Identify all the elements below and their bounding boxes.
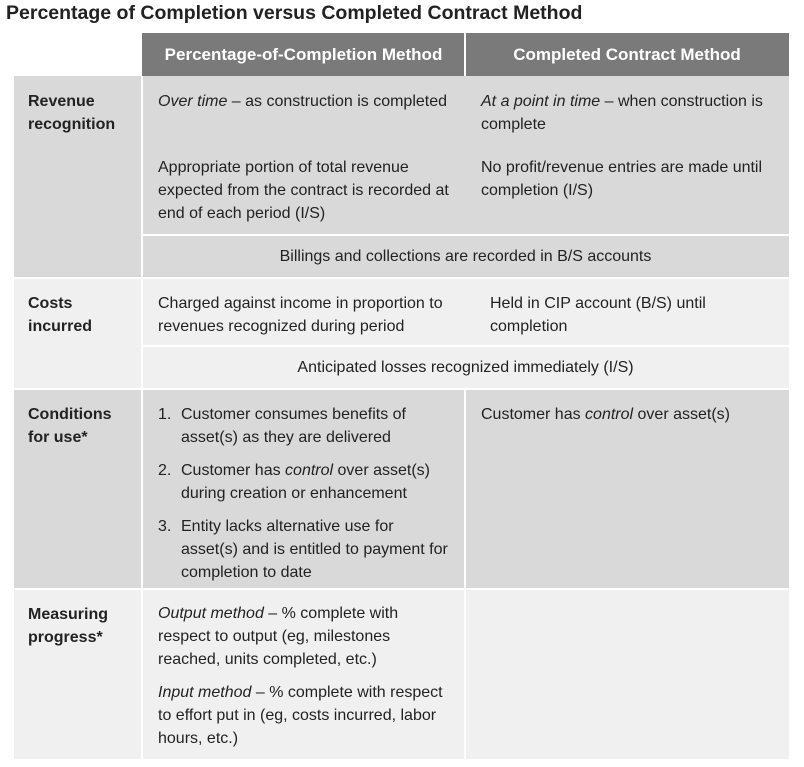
costs-poc: Charged against income in proportion to … <box>142 278 465 346</box>
revenue-cc-timing-emphasis: At a point in time <box>481 93 601 110</box>
costs-cc: Held in CIP account (B/S) until completi… <box>465 278 789 346</box>
header-poc: Percentage-of-Completion Method <box>142 33 465 76</box>
row-label-conditions-for-use: Conditions for use* <box>14 389 142 589</box>
conditions-list: 1. Customer consumes benefits of asset(s)… <box>158 403 453 584</box>
row-label-revenue-recognition: Revenue recognition <box>14 76 142 278</box>
gridline <box>464 76 466 235</box>
row-label-measuring-progress: Measuring progress* <box>14 589 142 759</box>
conditions-item-2: 2. Customer has control over asset(s) dur… <box>158 459 453 505</box>
gridline <box>464 33 466 76</box>
conditions-item-text: Customer consumes benefits of asset(s) a… <box>181 406 406 446</box>
conditions-item-text-end: over asset(s) during creation or enhance… <box>181 462 430 502</box>
conditions-cc-emphasis: control <box>585 406 634 423</box>
conditions-item-number: 3. <box>158 518 172 535</box>
comparison-table: Percentage-of-Completion Method Complete… <box>14 33 789 759</box>
costs-label: Costs incurred <box>28 295 93 335</box>
revenue-poc-timing-emphasis: Over time <box>158 93 228 110</box>
measuring-label: Measuring progress* <box>28 606 109 646</box>
gridline <box>14 588 789 590</box>
gridline <box>142 345 789 347</box>
revenue-poc-timing-text: – as construction is completed <box>227 93 448 110</box>
page-title: Percentage of Completion versus Complete… <box>6 2 583 24</box>
revenue-cc-timing-text: – when construction is complete <box>481 93 763 133</box>
gridline <box>464 389 466 759</box>
conditions-item-emphasis: control <box>285 462 334 479</box>
revenue-cc-timing: At a point in time – when construction i… <box>465 76 789 144</box>
conditions-item-3: 3. Entity lacks alternative use for asset… <box>158 515 453 584</box>
measuring-output-text: – % complete with respect to output (eg,… <box>158 605 399 668</box>
header-completed-contract: Completed Contract Method <box>465 33 789 76</box>
conditions-item-number: 2. <box>158 462 172 479</box>
gridline <box>14 388 789 390</box>
conditions-item-text: Customer has <box>181 462 286 479</box>
measuring-input-text: – % complete with respect to effort put … <box>158 684 443 747</box>
revenue-poc-timing: Over time – as construction is completed <box>142 76 465 144</box>
measuring-cc-empty <box>465 589 789 759</box>
gridline <box>141 76 143 759</box>
measuring-output-method: Output method – % complete with respect … <box>158 602 453 671</box>
conditions-item-1: 1. Customer consumes benefits of asset(s)… <box>158 403 453 449</box>
gridline <box>14 277 789 279</box>
gridline <box>142 234 789 236</box>
measuring-poc: Output method – % complete with respect … <box>142 589 465 759</box>
conditions-cc-text-end: over asset(s) <box>633 406 730 423</box>
revenue-label: Revenue recognition <box>28 93 116 133</box>
conditions-item-number: 1. <box>158 406 172 423</box>
conditions-cc: Customer has control over asset(s) <box>465 389 789 589</box>
measuring-input-emphasis: Input method <box>158 684 252 701</box>
costs-shared-note: Anticipated losses recognized immediatel… <box>142 346 789 389</box>
measuring-input-method: Input method – % complete with respect t… <box>158 681 453 750</box>
conditions-label: Conditions for use* <box>28 406 112 446</box>
measuring-output-emphasis: Output method <box>158 605 264 622</box>
row-label-costs-incurred: Costs incurred <box>14 278 142 389</box>
revenue-poc-record: Appropriate portion of total revenue exp… <box>142 144 465 235</box>
revenue-shared-note: Billings and collections are recorded in… <box>142 235 789 278</box>
revenue-cc-record: No profit/revenue entries are made until… <box>465 144 789 235</box>
conditions-poc: 1. Customer consumes benefits of asset(s)… <box>142 389 465 589</box>
conditions-item-text: Entity lacks alternative use for asset(s… <box>181 518 448 581</box>
conditions-cc-text: Customer has <box>481 406 586 423</box>
